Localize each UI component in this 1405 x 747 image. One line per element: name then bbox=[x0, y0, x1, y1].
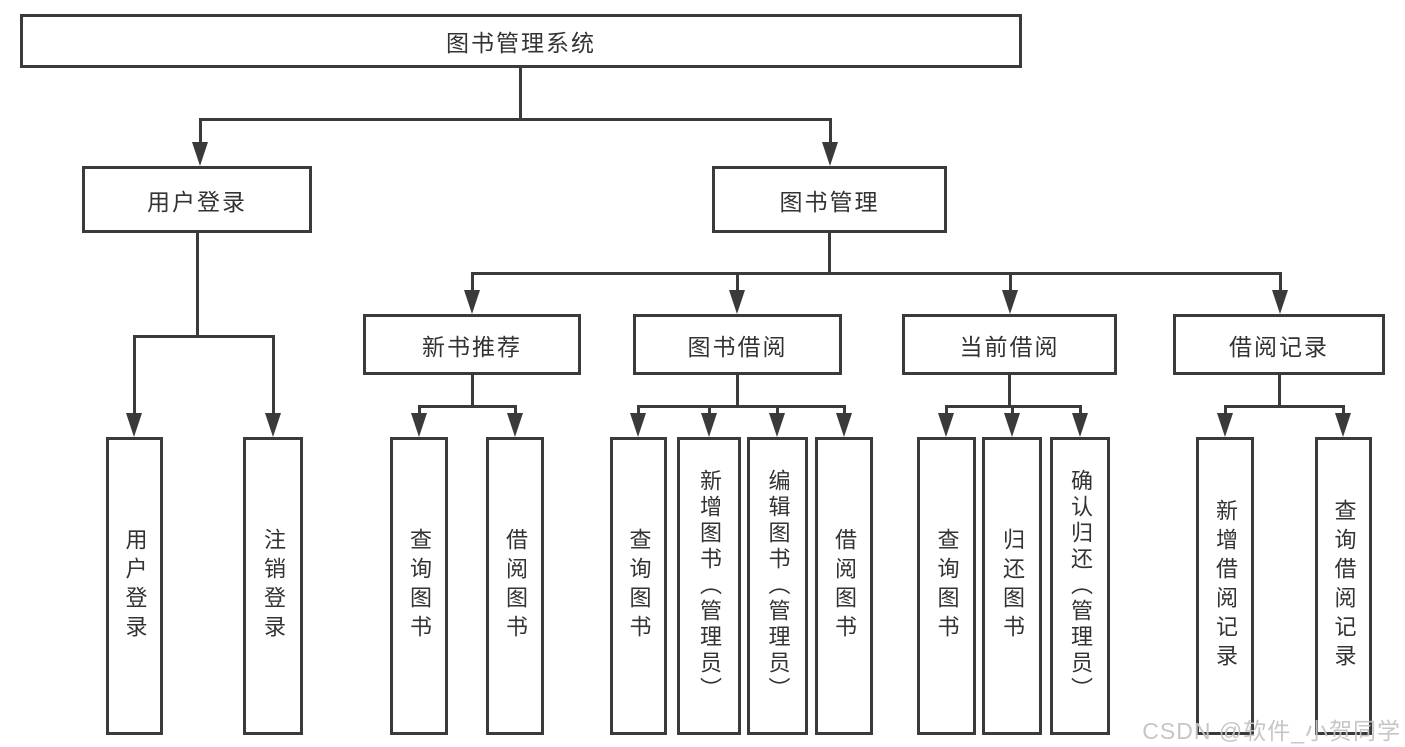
connector-line bbox=[1224, 405, 1344, 408]
leaf-current-confirm-admin-label: 确认归还（管理员） bbox=[1068, 469, 1093, 703]
arrowhead-icon bbox=[464, 290, 480, 314]
leaf-borrow-edit-admin-label: 编辑图书（管理员） bbox=[765, 469, 791, 703]
node-root-label: 图书管理系统 bbox=[446, 30, 596, 56]
node-borrow-records-label: 借阅记录 bbox=[1229, 333, 1329, 360]
connector-line bbox=[1279, 272, 1282, 294]
leaf-borrow-borrow: 借阅图书 bbox=[815, 437, 873, 735]
node-borrow-records: 借阅记录 bbox=[1173, 314, 1385, 375]
arrowhead-icon bbox=[1335, 413, 1351, 437]
connector-line bbox=[945, 405, 948, 417]
arrowhead-icon bbox=[701, 413, 717, 437]
arrowhead-icon bbox=[938, 413, 954, 437]
connector-line bbox=[272, 335, 275, 417]
csdn-watermark: CSDN @软件_小贺同学 bbox=[1142, 718, 1401, 744]
arrowhead-icon bbox=[411, 413, 427, 437]
connector-line bbox=[1224, 405, 1227, 417]
leaf-newbooks-borrow-label: 借阅图书 bbox=[503, 528, 528, 644]
connector-line bbox=[471, 375, 474, 408]
node-book-borrow-label: 图书借阅 bbox=[687, 333, 788, 360]
connector-line bbox=[199, 118, 832, 121]
node-new-books-label: 新书推荐 bbox=[422, 333, 522, 360]
leaf-current-query: 查询图书 bbox=[917, 437, 976, 735]
connector-line bbox=[1342, 405, 1345, 417]
leaf-borrow-add-admin: 新增图书（管理员） bbox=[677, 437, 741, 735]
node-user-login-label: 用户登录 bbox=[147, 188, 247, 215]
node-root: 图书管理系统 bbox=[20, 14, 1022, 68]
connector-line bbox=[637, 405, 845, 408]
leaf-current-return-label: 归还图书 bbox=[1000, 528, 1025, 644]
connector-line bbox=[1008, 375, 1011, 408]
arrowhead-icon bbox=[1004, 413, 1020, 437]
leaf-current-return: 归还图书 bbox=[982, 437, 1042, 735]
arrowhead-icon bbox=[192, 142, 208, 166]
leaf-borrow-add-admin-label: 新增图书（管理员） bbox=[697, 469, 722, 703]
connector-line bbox=[471, 272, 474, 294]
leaf-borrow-query: 查询图书 bbox=[610, 437, 667, 735]
connector-line bbox=[1079, 405, 1082, 417]
node-book-mgmt: 图书管理 bbox=[712, 166, 947, 233]
connector-line bbox=[828, 233, 831, 275]
connector-line bbox=[471, 272, 1281, 275]
leaf-newbooks-borrow: 借阅图书 bbox=[486, 437, 544, 735]
connector-line bbox=[514, 405, 517, 417]
leaf-records-add: 新增借阅记录 bbox=[1196, 437, 1254, 735]
arrowhead-icon bbox=[1072, 413, 1088, 437]
connector-line bbox=[1011, 405, 1014, 417]
arrowhead-icon bbox=[126, 413, 142, 437]
leaf-borrow-query-label: 查询图书 bbox=[626, 528, 652, 644]
connector-line bbox=[133, 335, 275, 338]
node-new-books: 新书推荐 bbox=[363, 314, 581, 375]
connector-line bbox=[776, 405, 779, 417]
arrowhead-icon bbox=[1272, 290, 1288, 314]
arrowhead-icon bbox=[1002, 290, 1018, 314]
connector-line bbox=[199, 118, 202, 146]
leaf-newbooks-query-label: 查询图书 bbox=[407, 528, 432, 644]
leaf-records-query-label: 查询借阅记录 bbox=[1331, 499, 1357, 673]
arrowhead-icon bbox=[822, 142, 838, 166]
leaf-logout: 注销登录 bbox=[243, 437, 303, 735]
node-book-mgmt-label: 图书管理 bbox=[779, 188, 880, 215]
connector-line bbox=[829, 118, 832, 146]
leaf-user-login-label: 用户登录 bbox=[122, 528, 148, 644]
arrowhead-icon bbox=[507, 413, 523, 437]
arrowhead-icon bbox=[836, 413, 852, 437]
connector-line bbox=[843, 405, 846, 417]
node-current-borrow: 当前借阅 bbox=[902, 314, 1117, 375]
connector-line bbox=[519, 68, 522, 118]
leaf-records-query: 查询借阅记录 bbox=[1315, 437, 1372, 735]
node-user-login: 用户登录 bbox=[82, 166, 312, 233]
leaf-records-add-label: 新增借阅记录 bbox=[1213, 499, 1238, 673]
leaf-user-login: 用户登录 bbox=[106, 437, 163, 735]
connector-line bbox=[418, 405, 421, 417]
leaf-logout-label: 注销登录 bbox=[261, 528, 286, 644]
leaf-current-query-label: 查询图书 bbox=[934, 528, 960, 644]
node-book-borrow: 图书借阅 bbox=[633, 314, 842, 375]
connector-line bbox=[1009, 272, 1012, 294]
node-current-borrow-label: 当前借阅 bbox=[959, 333, 1060, 360]
connector-line bbox=[736, 272, 739, 294]
arrowhead-icon bbox=[630, 413, 646, 437]
leaf-borrow-borrow-label: 借阅图书 bbox=[832, 528, 857, 644]
arrowhead-icon bbox=[1217, 413, 1233, 437]
leaf-current-confirm-admin: 确认归还（管理员） bbox=[1050, 437, 1110, 735]
arrowhead-icon bbox=[769, 413, 785, 437]
arrowhead-icon bbox=[265, 413, 281, 437]
connector-line bbox=[196, 233, 199, 335]
connector-line bbox=[736, 375, 739, 408]
connector-line bbox=[637, 405, 640, 417]
leaf-borrow-edit-admin: 编辑图书（管理员） bbox=[747, 437, 808, 735]
connector-line bbox=[708, 405, 711, 417]
connector-line bbox=[133, 335, 136, 417]
arrowhead-icon bbox=[729, 290, 745, 314]
leaf-newbooks-query: 查询图书 bbox=[390, 437, 448, 735]
connector-line bbox=[418, 405, 517, 408]
connector-line bbox=[1278, 375, 1281, 408]
